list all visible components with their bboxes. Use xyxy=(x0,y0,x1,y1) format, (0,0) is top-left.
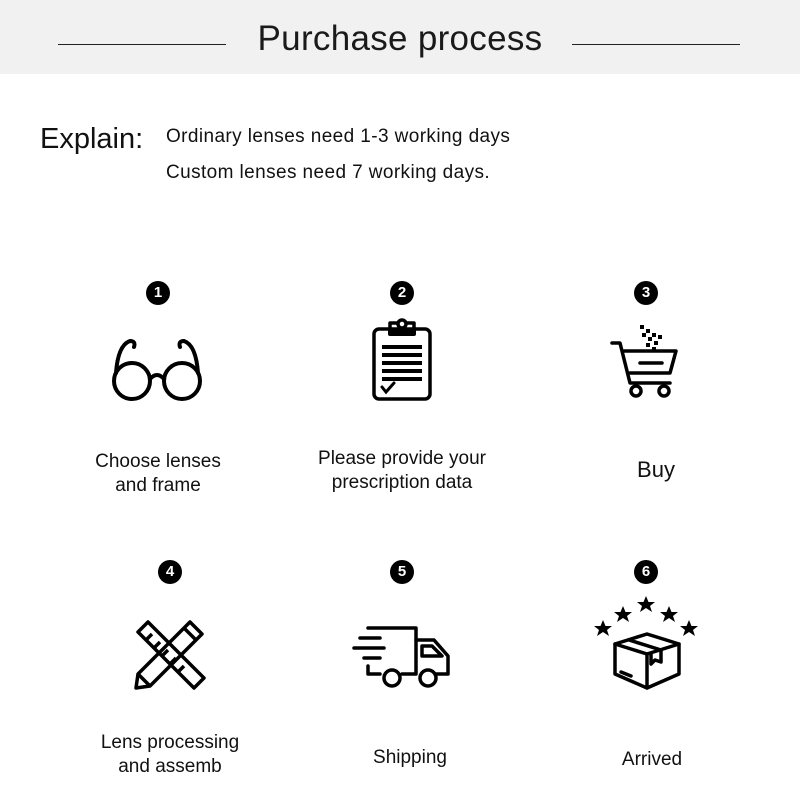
step-choose-lenses: 1 Choose lenses and frame xyxy=(58,281,258,511)
step-label: Shipping xyxy=(373,747,447,768)
step-provide-prescription: 2 Please provide your prescription data xyxy=(302,281,502,511)
header-rule-right xyxy=(572,44,740,45)
step-shipping: 5 Shipping xyxy=(302,560,502,790)
step-buy: 3 Buy xyxy=(546,281,746,511)
delivery-truck-icon xyxy=(350,622,454,695)
step-label: Lens processing and assemb xyxy=(100,732,240,777)
step-label: Choose lenses and frame xyxy=(95,451,221,496)
step-arrived: 6 Arrived xyxy=(546,560,746,790)
step-label: Please provide your prescription data xyxy=(318,448,486,493)
step-number: 2 xyxy=(390,281,414,305)
step-number: 1 xyxy=(146,281,170,305)
step-number: 5 xyxy=(390,560,414,584)
step-number: 3 xyxy=(634,281,658,305)
explain-label: Explain: xyxy=(40,123,144,155)
step-lens-processing: 4 Lens processing and assemb xyxy=(70,560,270,790)
clipboard-icon xyxy=(370,317,434,408)
step-number: 4 xyxy=(158,560,182,584)
explain-line-1: Ordinary lenses need 1-3 working days xyxy=(166,126,511,147)
header-rule-left xyxy=(58,44,226,45)
step-number: 6 xyxy=(634,560,658,584)
shopping-cart-icon xyxy=(610,323,682,404)
glasses-icon xyxy=(110,337,206,408)
step-label: Buy xyxy=(637,457,675,482)
header-banner: Purchase process xyxy=(0,0,800,74)
pencil-ruler-icon xyxy=(132,618,208,695)
box-stars-icon xyxy=(591,592,701,697)
step-label: Arrived xyxy=(621,749,683,770)
explain-line-2: Custom lenses need 7 working days. xyxy=(166,162,491,183)
page-title: Purchase process xyxy=(257,19,543,58)
